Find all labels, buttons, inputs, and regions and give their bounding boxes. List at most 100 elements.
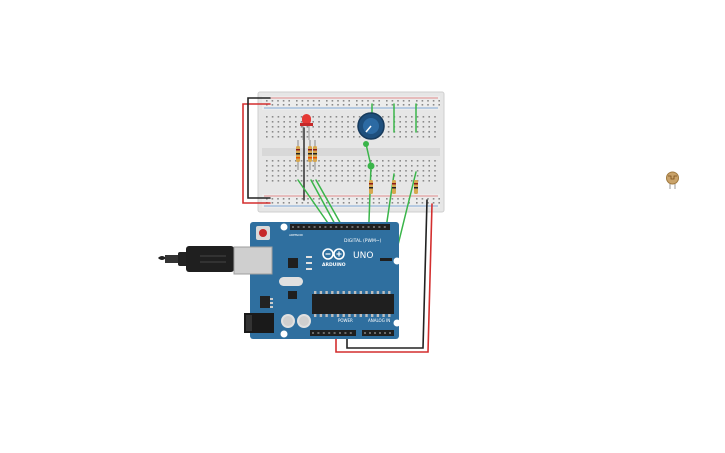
breadboard-hole[interactable] <box>324 121 326 123</box>
breadboard-hole[interactable] <box>386 198 388 200</box>
breadboard-hole[interactable] <box>347 116 349 118</box>
breadboard-hole[interactable] <box>361 198 364 200</box>
breadboard-hole[interactable] <box>295 126 297 128</box>
header-pin[interactable] <box>297 226 300 228</box>
breadboard-hole[interactable] <box>295 131 297 133</box>
breadboard-hole[interactable] <box>386 104 388 106</box>
photoresistor[interactable] <box>666 171 679 189</box>
resistor-6[interactable] <box>414 180 418 194</box>
breadboard-hole[interactable] <box>341 180 343 182</box>
breadboard-hole[interactable] <box>391 104 394 106</box>
breadboard-hole[interactable] <box>277 180 280 182</box>
header-pin[interactable] <box>373 226 375 228</box>
breadboard-hole[interactable] <box>312 136 314 138</box>
breadboard-hole[interactable] <box>277 165 280 167</box>
breadboard-hole[interactable] <box>335 121 338 123</box>
breadboard-hole[interactable] <box>300 175 303 177</box>
breadboard-hole[interactable] <box>295 121 297 123</box>
breadboard-hole[interactable] <box>324 136 326 138</box>
breadboard-hole[interactable] <box>367 100 369 102</box>
breadboard-hole[interactable] <box>277 116 280 118</box>
breadboard-hole[interactable] <box>347 175 349 177</box>
breadboard-hole[interactable] <box>307 202 309 204</box>
breadboard-hole[interactable] <box>289 165 291 167</box>
breadboard-hole[interactable] <box>312 121 314 123</box>
breadboard-hole[interactable] <box>387 116 390 118</box>
breadboard-hole[interactable] <box>397 100 399 102</box>
breadboard-hole[interactable] <box>378 202 380 204</box>
breadboard-hole[interactable] <box>422 170 425 172</box>
breadboard-hole[interactable] <box>411 136 413 138</box>
breadboard-hole[interactable] <box>405 170 407 172</box>
breadboard-hole[interactable] <box>358 136 361 138</box>
breadboard-hole[interactable] <box>405 116 407 118</box>
header-pin[interactable] <box>351 226 354 228</box>
breadboard-hole[interactable] <box>387 121 390 123</box>
header-pin[interactable] <box>383 226 386 228</box>
breadboard-hole[interactable] <box>347 121 349 123</box>
red-led[interactable] <box>300 114 313 140</box>
breadboard-hole[interactable] <box>271 100 274 102</box>
breadboard-hole[interactable] <box>402 100 405 102</box>
breadboard-hole[interactable] <box>289 121 291 123</box>
breadboard-hole[interactable] <box>405 131 407 133</box>
breadboard-hole[interactable] <box>372 198 375 200</box>
breadboard-hole[interactable] <box>416 136 419 138</box>
breadboard-hole[interactable] <box>318 202 320 204</box>
breadboard-hole[interactable] <box>438 198 440 200</box>
breadboard-hole[interactable] <box>391 100 394 102</box>
breadboard-hole[interactable] <box>422 175 425 177</box>
breadboard-hole[interactable] <box>277 160 280 162</box>
breadboard-hole[interactable] <box>347 170 349 172</box>
breadboard-hole[interactable] <box>348 104 350 106</box>
breadboard-hole[interactable] <box>289 126 291 128</box>
breadboard-hole[interactable] <box>312 104 315 106</box>
breadboard-hole[interactable] <box>411 170 413 172</box>
breadboard-hole[interactable] <box>337 100 339 102</box>
breadboard-hole[interactable] <box>318 170 320 172</box>
breadboard-hole[interactable] <box>416 165 419 167</box>
breadboard-hole[interactable] <box>335 160 338 162</box>
breadboard-hole[interactable] <box>301 104 304 106</box>
breadboard-hole[interactable] <box>416 170 419 172</box>
breadboard-hole[interactable] <box>318 136 320 138</box>
breadboard-holes[interactable] <box>266 100 440 204</box>
breadboard-hole[interactable] <box>300 131 303 133</box>
breadboard-hole[interactable] <box>382 116 384 118</box>
breadboard-hole[interactable] <box>353 116 355 118</box>
breadboard-hole[interactable] <box>411 131 413 133</box>
breadboard-hole[interactable] <box>337 104 339 106</box>
breadboard-hole[interactable] <box>399 131 401 133</box>
breadboard-hole[interactable] <box>271 202 274 204</box>
breadboard-hole[interactable] <box>416 116 419 118</box>
breadboard-hole[interactable] <box>367 198 369 200</box>
breadboard-hole[interactable] <box>329 126 332 128</box>
breadboard-hole[interactable] <box>335 180 338 182</box>
breadboard-hole[interactable] <box>356 104 358 106</box>
breadboard-hole[interactable] <box>318 116 320 118</box>
breadboard-hole[interactable] <box>411 175 413 177</box>
breadboard-hole[interactable] <box>399 116 401 118</box>
breadboard-hole[interactable] <box>288 202 290 204</box>
breadboard-hole[interactable] <box>335 116 338 118</box>
breadboard-hole[interactable] <box>427 202 429 204</box>
breadboard-hole[interactable] <box>434 180 436 182</box>
breadboard-hole[interactable] <box>289 136 291 138</box>
breadboard-hole[interactable] <box>432 104 435 106</box>
breadboard-hole[interactable] <box>416 175 419 177</box>
breadboard-hole[interactable] <box>277 126 280 128</box>
breadboard-hole[interactable] <box>416 202 418 204</box>
breadboard-hole[interactable] <box>416 160 419 162</box>
breadboard-hole[interactable] <box>282 202 285 204</box>
header-pin[interactable] <box>329 226 332 228</box>
breadboard-hole[interactable] <box>300 180 303 182</box>
breadboard-hole[interactable] <box>295 136 297 138</box>
breadboard-hole[interactable] <box>353 136 355 138</box>
header-pin[interactable] <box>340 226 343 228</box>
breadboard-hole[interactable] <box>282 198 285 200</box>
breadboard-hole[interactable] <box>295 170 297 172</box>
breadboard-hole[interactable] <box>318 104 320 106</box>
breadboard-hole[interactable] <box>335 165 338 167</box>
breadboard-hole[interactable] <box>399 180 401 182</box>
breadboard-hole[interactable] <box>387 180 390 182</box>
